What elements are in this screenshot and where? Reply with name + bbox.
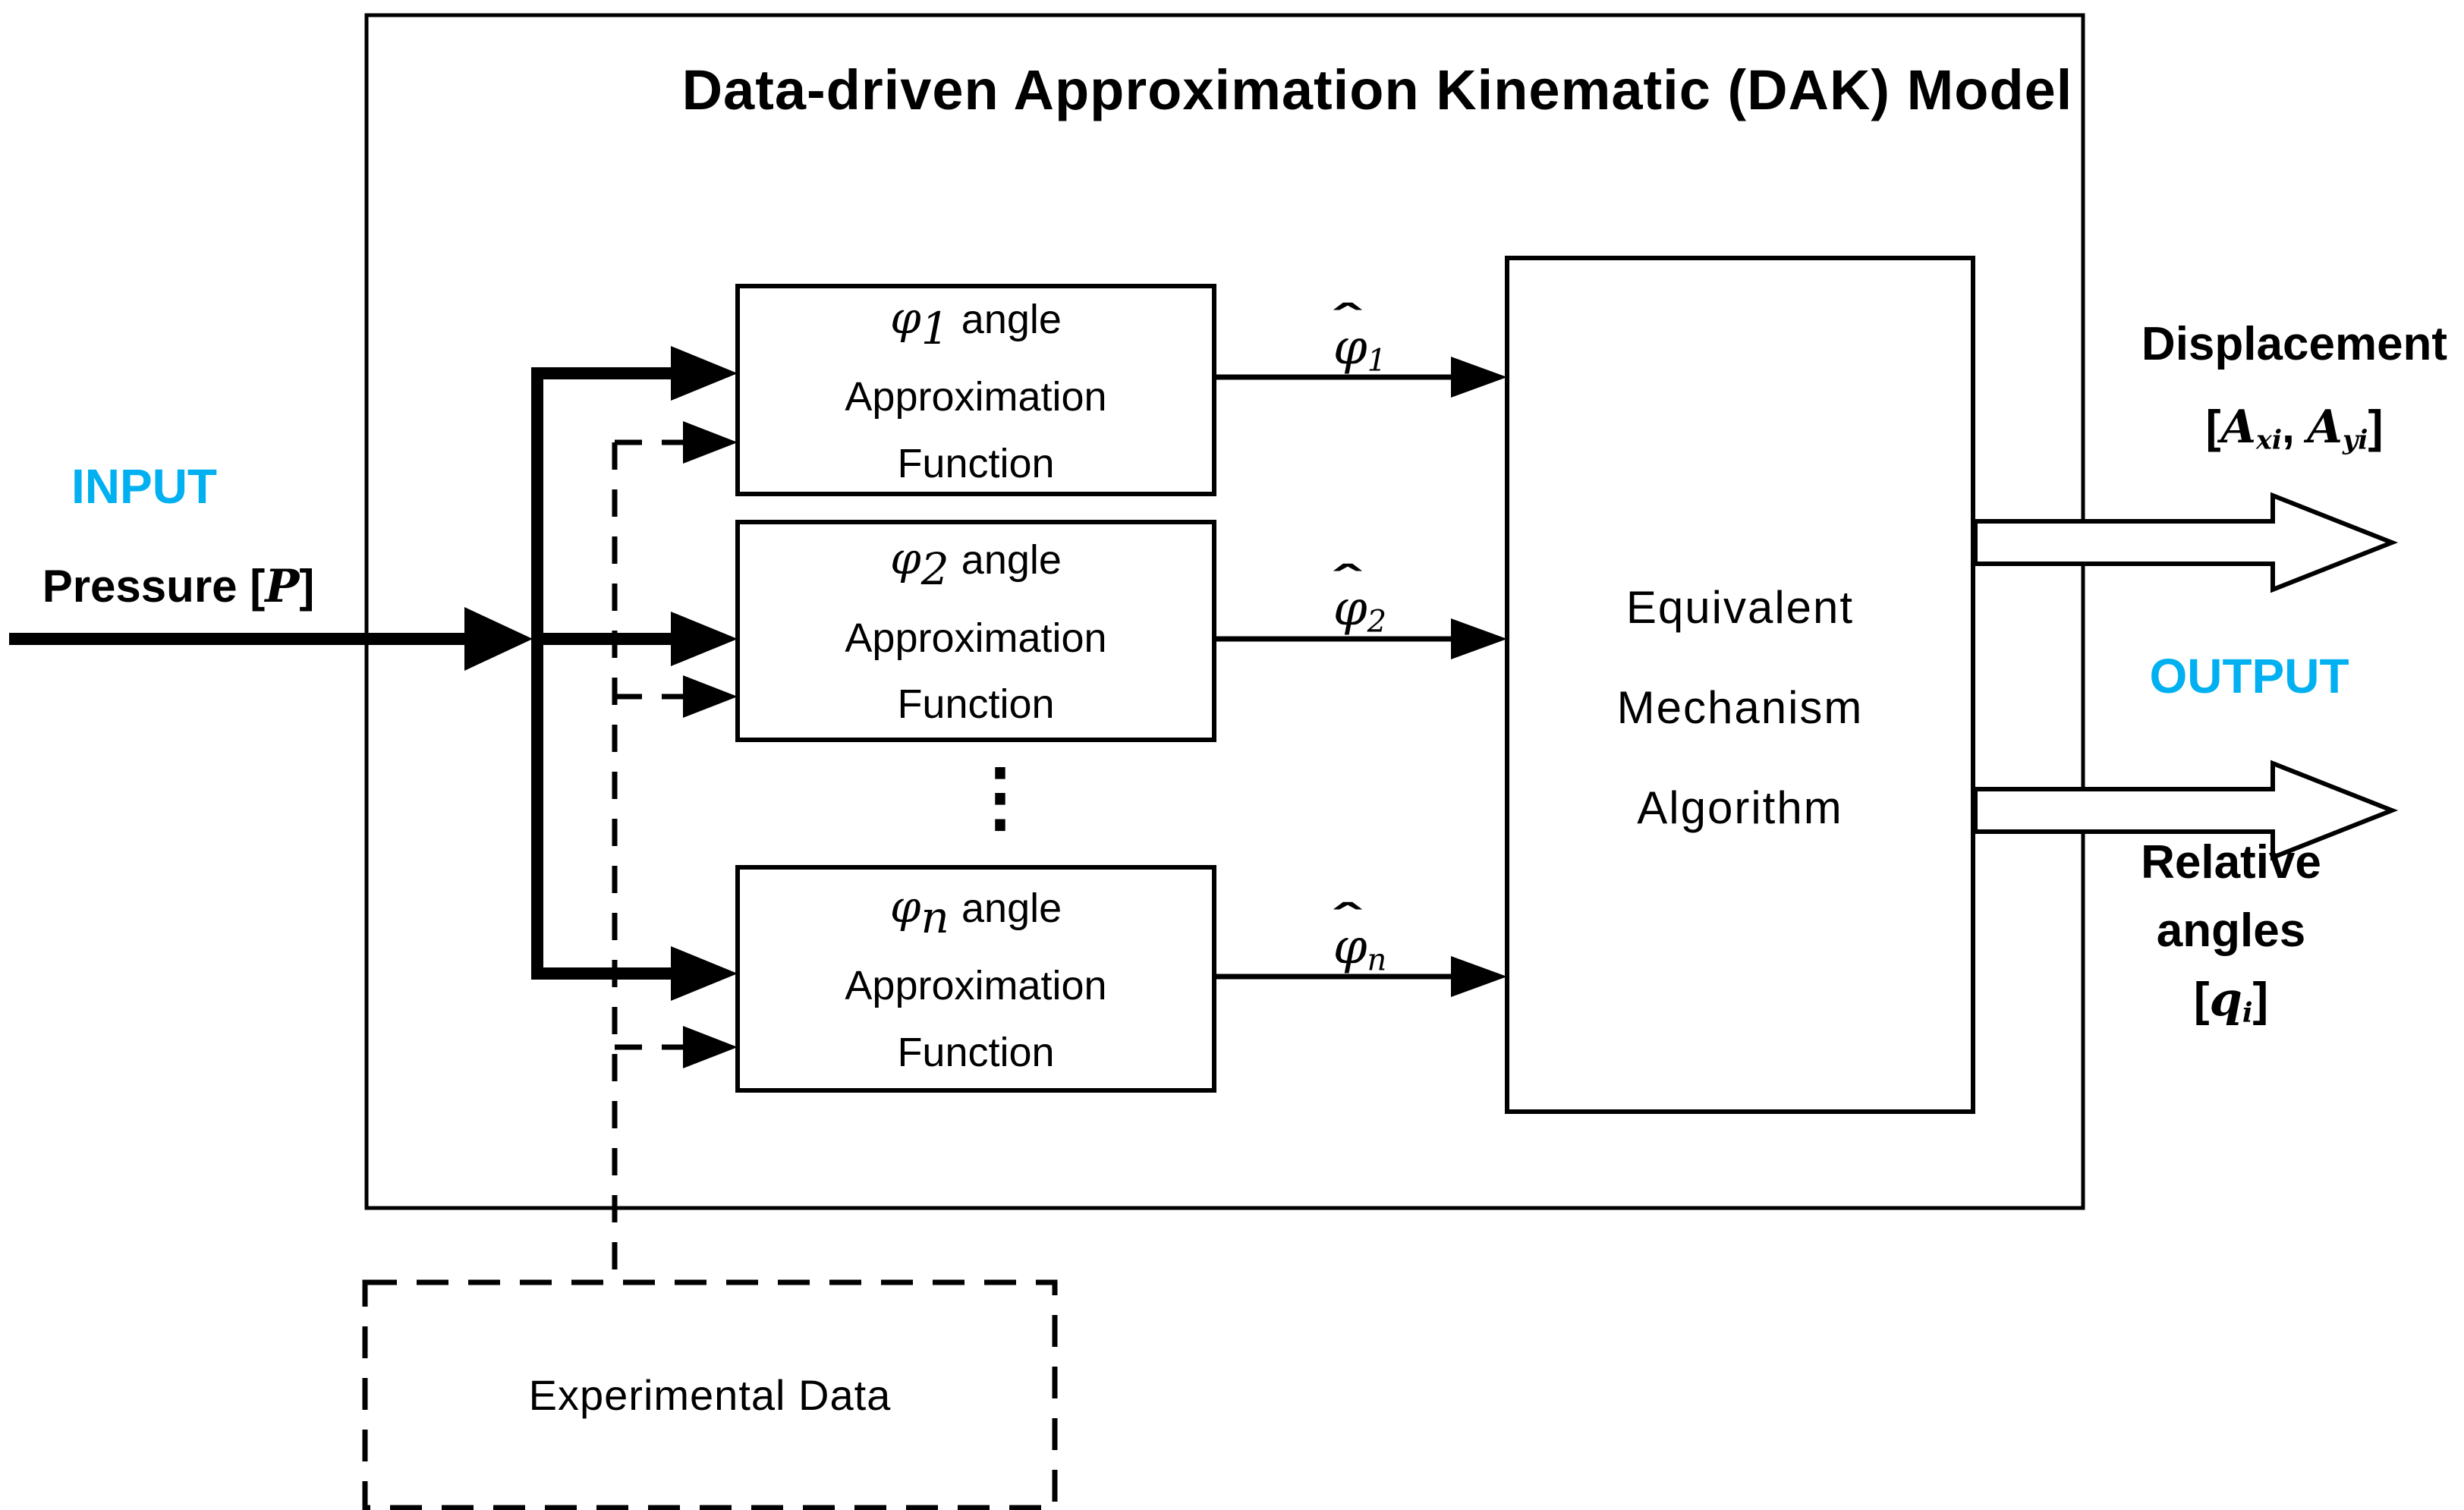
angle-word: angle	[961, 885, 1062, 931]
phi-subscript: 2	[1367, 604, 1387, 640]
relative-line2: angles	[2156, 904, 2306, 957]
approx-function-box-1: φ1 angle Approximation Function	[738, 286, 1214, 494]
solid-arrowhead-box1	[671, 346, 738, 401]
sub-yi: yi	[2342, 424, 2368, 456]
var-Ay: A	[2307, 401, 2343, 454]
sub-i: i	[2242, 996, 2253, 1029]
angle-word: angle	[961, 296, 1062, 342]
approx-box-n-line2: Approximation	[845, 963, 1107, 1009]
phi-symbol: φ	[1333, 580, 1367, 637]
solid-arrowhead-box2	[671, 612, 738, 666]
experimental-data-box: Experimental Data	[365, 1282, 1055, 1508]
relative-line1: Relative	[2141, 836, 2321, 889]
dak-model-title: Data-driven Approximation Kinematic (DAK…	[681, 58, 2073, 121]
phi-symbol: φ	[890, 291, 921, 344]
ema-line2: Mechanism	[1616, 681, 1864, 733]
approx-box-1-line3: Function	[897, 440, 1055, 486]
experimental-data-border	[362, 1279, 1058, 1510]
phi-subscript: n	[920, 891, 949, 943]
relative-angles-label: Relative angles [qi]	[2064, 829, 2398, 1034]
pressure-text: Pressure [	[42, 561, 266, 612]
hat-accent: ˆ	[1328, 898, 1367, 944]
approx-box-n-line3: Function	[897, 1029, 1055, 1075]
approx-box-1-line1: φ1 angle	[890, 283, 1062, 365]
experimental-data-label: Experimental Data	[528, 1371, 892, 1419]
phi-subscript: 1	[1367, 343, 1387, 379]
estimated-angle-arrows	[1214, 357, 1507, 997]
bracket-open: [	[2193, 973, 2210, 1026]
dashed-arrowhead-box3	[683, 1026, 738, 1068]
experimental-data-feed-lines	[612, 421, 738, 1282]
bracket-close: ]	[2252, 973, 2269, 1026]
displacement-label: Displacement	[2141, 318, 2448, 370]
ema-line3: Algorithm	[1637, 782, 1843, 833]
approx-box-2-line3: Function	[897, 681, 1055, 728]
var-q: q	[2209, 970, 2242, 1027]
equivalent-mechanism-border	[1505, 256, 1975, 1114]
relative-angles-block-arrow	[1973, 760, 2399, 861]
sub-xi: xi	[2256, 424, 2283, 456]
output-label: OUTPUT	[2149, 649, 2349, 703]
dashed-arrowhead-box1	[683, 421, 738, 464]
displacement-value: [Axi, Ayi]	[2125, 401, 2464, 455]
pressure-input-arrow	[9, 607, 533, 671]
pressure-bracket-close: ]	[299, 561, 315, 612]
displacement-block-arrow	[1973, 492, 2399, 593]
equivalent-mechanism-box: Equivalent Mechanism Algorithm	[1507, 258, 1973, 1112]
phi-symbol: φ	[1333, 319, 1367, 376]
solid-arrowhead-box3	[671, 946, 738, 1001]
phi-symbol: φ	[889, 880, 921, 933]
approx-box-2-line1: φ2 angle	[890, 524, 1062, 606]
separator: ,	[2282, 401, 2308, 452]
input-label: INPUT	[71, 459, 217, 514]
phi-subscript: n	[1367, 942, 1387, 978]
angle-word: angle	[961, 537, 1062, 584]
approx-box-2-border	[735, 520, 1216, 742]
dashed-arrowhead-box2	[683, 675, 738, 718]
pressure-distribution-line	[531, 346, 738, 1001]
phi-subscript: 2	[920, 543, 949, 595]
hat-accent: ˆ	[1328, 298, 1367, 344]
ema-line1: Equivalent	[1625, 581, 1855, 633]
approx-box-1-line2: Approximation	[845, 374, 1107, 420]
phi-symbol: φ	[890, 533, 921, 585]
pressure-input-label: Pressure [P]	[0, 560, 357, 613]
dak-model-border	[364, 13, 2085, 1210]
vertical-ellipsis: ⋮	[962, 754, 1038, 839]
phi-subscript: 1	[920, 302, 949, 354]
approx-function-box-2: φ2 angle Approximation Function	[738, 522, 1214, 740]
phi-symbol: φ	[1333, 919, 1367, 975]
approx-box-2-line2: Approximation	[845, 615, 1107, 661]
pressure-symbol: P	[265, 560, 300, 613]
approx-box-1-border	[735, 284, 1216, 496]
hat-accent: ˆ	[1328, 559, 1367, 606]
bracket-open: [	[2205, 401, 2221, 452]
var-Ax: A	[2220, 401, 2257, 454]
relative-line3: [qi]	[2064, 965, 2398, 1034]
bracket-close: ]	[2368, 401, 2384, 452]
